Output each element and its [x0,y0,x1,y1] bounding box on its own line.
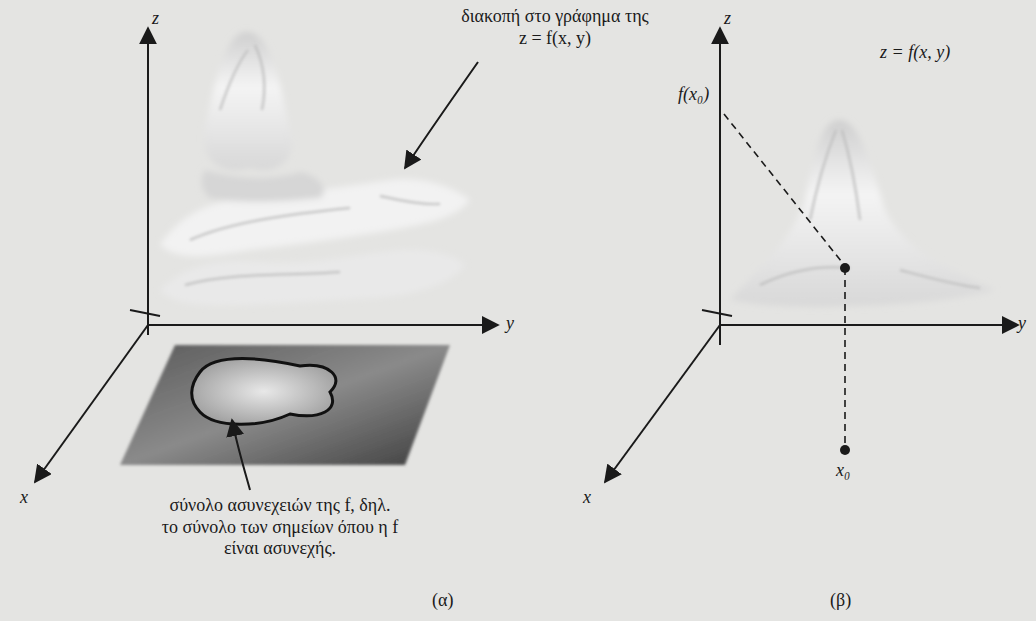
point-dot [840,263,850,273]
domain-plane [120,345,450,465]
point-label: x₀ [836,460,850,482]
axis-label: x [20,487,28,509]
function-label: z = f(x, y) [880,42,950,64]
callout-note: σύνολο ασυνεχειών της f, δηλ. το σύνολο … [160,495,400,560]
axes [35,28,498,482]
surface-folds [760,130,980,288]
point-dot [840,445,850,455]
axes [605,28,1018,482]
callout-note: διακοπή στο γράφημα της z = f(x, y) [460,6,650,49]
leader-arrow [232,62,478,490]
axis-label: y [1018,313,1026,335]
surface-graph [160,32,470,305]
panel-label: (β) [830,590,851,612]
panel-label: (α) [432,590,453,612]
axis-label: z [152,8,159,30]
dashed-guide [724,114,845,448]
axis-label: y [506,313,514,335]
axis-label: z [724,8,731,30]
axis-label: x [583,487,591,509]
value-label: f(x₀) [678,84,709,106]
surface-folds [185,45,440,285]
surface-graph [730,120,995,307]
